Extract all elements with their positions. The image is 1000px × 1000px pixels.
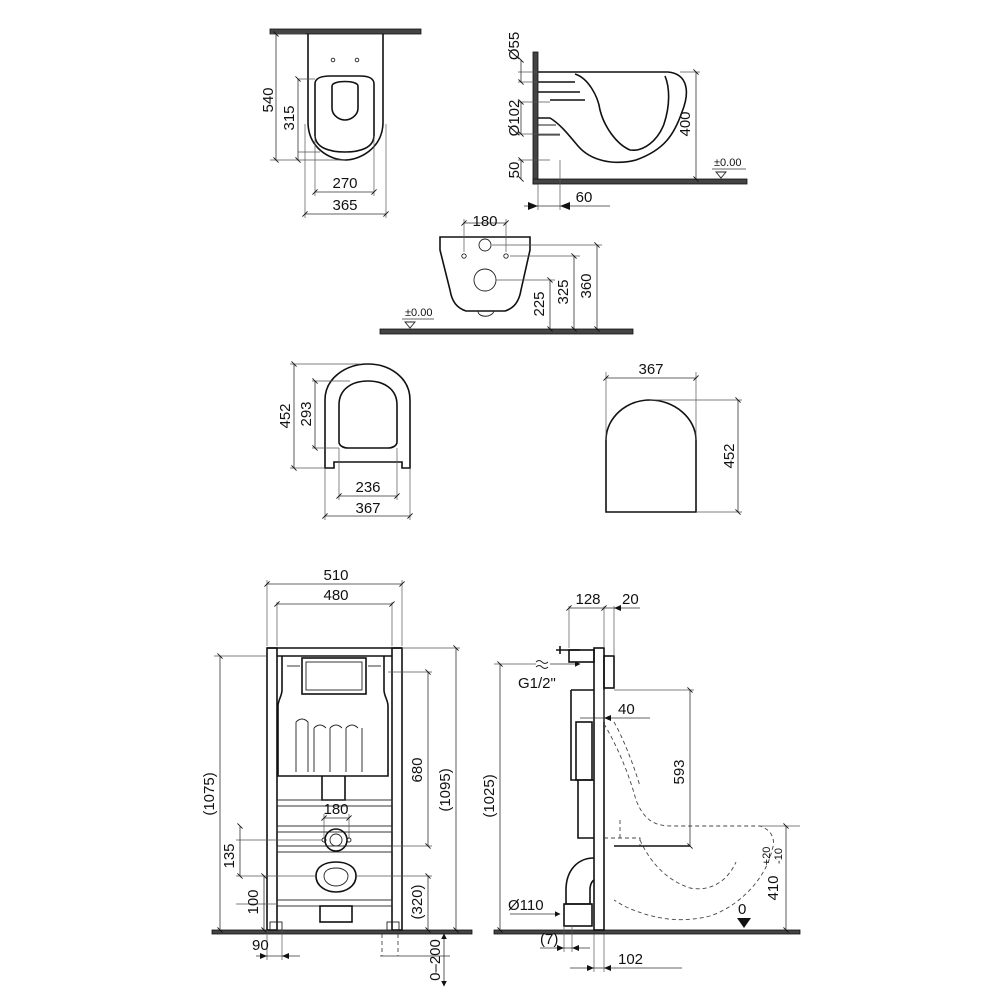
side-floor-2	[493, 929, 801, 935]
dim-side-tol-upper: +20	[761, 847, 773, 866]
dim-dia-55: Ø55	[506, 32, 523, 60]
dim-side-110: Ø110	[508, 897, 544, 914]
dim-bowl-270: 270	[332, 175, 357, 192]
dim-frame-320: (320)	[409, 884, 426, 919]
dim-frame-100: 100	[245, 889, 262, 914]
dim-frame-480: 480	[323, 587, 348, 604]
dim-side-593: 593	[671, 759, 688, 784]
side-floor	[532, 178, 748, 185]
dim-side-102: 102	[618, 951, 643, 968]
dim-seat-236: 236	[355, 479, 380, 496]
dim-225: 225	[531, 291, 548, 316]
dim-seat-293: 293	[298, 401, 315, 426]
top-view: 540 315 270 365	[260, 28, 422, 218]
dim-seat-452: 452	[277, 403, 294, 428]
dim-height-400: 400	[677, 111, 694, 136]
dim-50: 50	[506, 162, 523, 179]
dim-frame-0-200: 0–200	[427, 939, 444, 981]
rear-view: 180 225 325 360 ±0.00	[379, 213, 634, 335]
dim-bowl-315: 315	[281, 105, 298, 130]
dim-side-tol-lower: -10	[773, 848, 785, 864]
dim-holes-180: 180	[472, 213, 497, 230]
rear-level-mark: ±0.00	[405, 307, 432, 319]
side-view: Ø55 Ø102 50 400 60 ±0.00	[506, 32, 748, 210]
dim-side-40: 40	[618, 701, 635, 718]
dim-side-128: 128	[575, 591, 600, 608]
dim-frame-510: 510	[323, 567, 348, 584]
side-level-mark: ±0.00	[714, 157, 741, 169]
dim-325: 325	[555, 279, 572, 304]
dim-frame-1075: (1075)	[201, 772, 218, 815]
wall-line	[269, 28, 422, 35]
dim-side-410: 410	[765, 875, 782, 900]
rear-floor	[379, 328, 634, 335]
seat-cover-view: 367 452	[603, 361, 742, 515]
dim-dia-102: Ø102	[506, 100, 523, 137]
frame-front-view: 510 480 (1075) 680 (1095) 180 135 100 (3…	[201, 567, 473, 987]
dim-frame-1095: (1095)	[437, 768, 454, 811]
dim-frame-680: 680	[409, 757, 426, 782]
dim-cover-452: 452	[721, 443, 738, 468]
dim-60: 60	[576, 189, 593, 206]
dim-side-1025: (1025)	[481, 774, 498, 817]
dim-side-20: 20	[622, 591, 639, 608]
frame-side-view: 128 20 G1/2" 40 (1025) 593 Ø110 (7)	[481, 591, 801, 972]
dim-frame-90: 90	[252, 937, 269, 954]
zero-level-mark: 0	[738, 901, 746, 918]
seat-top-view: 452 293 236 367	[277, 361, 413, 520]
dim-side-g12: G1/2"	[518, 675, 556, 692]
dim-side-7: (7)	[540, 931, 558, 948]
front-floor	[211, 929, 473, 935]
dim-width-365: 365	[332, 197, 357, 214]
dim-depth-540: 540	[260, 87, 277, 112]
dim-frame-135: 135	[221, 843, 238, 868]
dim-360: 360	[578, 273, 595, 298]
dim-frame-180: 180	[323, 801, 348, 818]
dim-cover-367: 367	[638, 361, 663, 378]
dim-seat-367: 367	[355, 500, 380, 517]
